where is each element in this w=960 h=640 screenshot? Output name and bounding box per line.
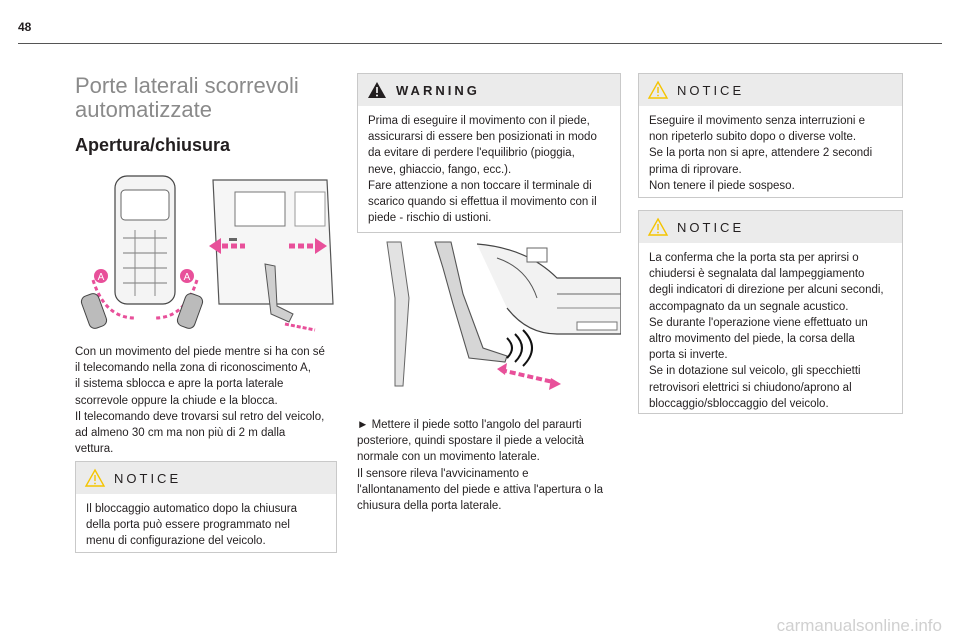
notice-line: Se durante l'operazione viene effettuato… [649, 316, 868, 329]
notice-line: Eseguire il movimento senza interruzioni… [649, 115, 866, 127]
notice-line: prima di riprovare. [649, 163, 742, 176]
header-rule [18, 43, 942, 44]
notice-header: NOTICE [639, 211, 902, 243]
intro-paragraph: Con un movimento del piede mentre si ha … [75, 344, 345, 457]
warning-line: Prima di eseguire il movimento con il pi… [368, 115, 590, 127]
zone-marker-a-left: A [98, 272, 105, 283]
notice-box-movement: NOTICE Eseguire il movimento senza inter… [638, 73, 903, 198]
intro-line: il telecomando nella zona di riconoscime… [75, 362, 311, 375]
warning-line: scarico quando si effettua il movimento … [368, 196, 597, 209]
notice-line: porta si inverte. [649, 349, 728, 362]
notice-triangle-icon [84, 468, 106, 487]
instruction-line: posteriore, quindi spostare il piede a v… [357, 435, 584, 448]
notice-line: bloccaggio/sbloccaggio del veicolo. [649, 397, 829, 410]
van-topview-illustration: A A [80, 175, 334, 332]
warning-heading: WARNING [396, 82, 480, 98]
notice-line: retrovisori elettrici si chiudono/aprono… [649, 381, 852, 394]
intro-line: ad almeno 30 cm ma non più di 2 m dalla [75, 427, 286, 440]
notice-line: Non tenere il piede sospeso. [649, 179, 795, 192]
warning-line: neve, ghiaccio, fango, ecc.). [368, 163, 512, 176]
notice-line: Se la porta non si apre, attendere 2 sec… [649, 147, 873, 160]
warning-body: Prima di eseguire il movimento con il pi… [358, 106, 620, 234]
page-title: Porte laterali scorrevoli automatizzate [75, 73, 299, 122]
notice-box-confirmation: NOTICE La conferma che la porta sta per … [638, 210, 903, 414]
notice-box-autolock: NOTICE Il bloccaggio automatico dopo la … [75, 461, 337, 553]
warning-header: WARNING [358, 74, 620, 106]
notice-body: Eseguire il movimento senza interruzioni… [639, 106, 902, 202]
notice-line: altro movimento del piede, la corsa dell… [649, 333, 855, 346]
notice-line: degli indicatori di direzione per alcuni… [649, 284, 884, 297]
intro-line: il sistema sblocca e apre la porta later… [75, 378, 284, 391]
instruction-line: l'allontanamento del piede e attiva l'ap… [357, 483, 604, 496]
intro-line: Con un movimento del piede mentre si ha … [75, 346, 325, 358]
warning-line: Fare attenzione a non toccare il termina… [368, 179, 592, 192]
warning-line: piede - rischio di ustioni. [368, 212, 492, 225]
notice-line: Il bloccaggio automatico dopo la chiusur… [86, 503, 297, 515]
warning-triangle-icon [368, 82, 386, 98]
instruction-line: chiusura della porta laterale. [357, 500, 502, 513]
instruction-paragraph: ► Mettere il piede sotto l'angolo del pa… [357, 417, 627, 514]
notice-triangle-icon [647, 80, 669, 99]
notice-body: La conferma che la porta sta per aprirsi… [639, 243, 902, 420]
notice-heading: NOTICE [677, 219, 745, 235]
notice-line: non ripeterlo subito dopo o diverse volt… [649, 131, 857, 144]
foot-sensor-illustration [386, 241, 621, 390]
notice-header: NOTICE [76, 462, 336, 494]
intro-line: scorrevole oppure la chiude e la blocca. [75, 394, 278, 407]
notice-line: La conferma che la porta sta per aprirsi… [649, 252, 859, 264]
instruction-line: ► Mettere il piede sotto l'angolo del pa… [357, 419, 582, 431]
warning-box: WARNING Prima di eseguire il movimento c… [357, 73, 621, 233]
instruction-line: normale con un movimento laterale. [357, 451, 540, 464]
page-number: 48 [18, 20, 32, 34]
intro-line: vettura. [75, 443, 114, 456]
notice-triangle-icon [647, 217, 669, 236]
warning-line: assicurarsi di essere ben posizionati in… [368, 131, 597, 144]
notice-header: NOTICE [639, 74, 902, 106]
section-subtitle: Apertura/chiusura [75, 135, 231, 155]
notice-heading: NOTICE [677, 82, 745, 98]
watermark[interactable]: carmanualsonline.info [776, 616, 942, 635]
notice-line: Se in dotazione sul veicolo, gli specchi… [649, 365, 861, 378]
notice-heading: NOTICE [114, 470, 182, 486]
zone-marker-a-right: A [184, 272, 191, 283]
notice-line: menu di configurazione del veicolo. [86, 535, 266, 548]
warning-line: da evitare di perdere l'equilibrio (piog… [368, 147, 575, 160]
notice-line: chiudersi è segnalata dal lampeggiamento [649, 268, 865, 281]
notice-line: della porta può essere programmato nel [86, 519, 290, 532]
notice-body: Il bloccaggio automatico dopo la chiusur… [76, 494, 336, 558]
instruction-line: Il sensore rileva l'avvicinamento e [357, 467, 529, 480]
intro-line: Il telecomando deve trovarsi sul retro d… [75, 410, 325, 423]
notice-line: accompagnato da un segnale acustico. [649, 300, 849, 313]
